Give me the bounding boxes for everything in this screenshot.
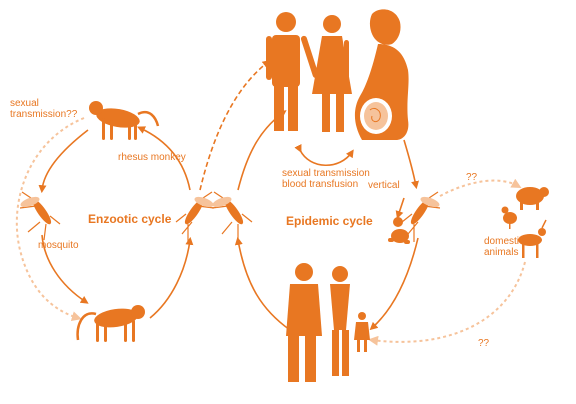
woman-icon: [330, 266, 350, 376]
sexual-transmission-loop: [15, 117, 85, 322]
epidemic-cycle-title: Epidemic cycle: [286, 214, 373, 228]
unknown-top-label: ??: [466, 172, 478, 183]
human-transmission-loop: [294, 143, 354, 166]
arrow-monkey-to-mosquito: [38, 129, 89, 194]
mosquito-icon: [19, 191, 61, 241]
monkey-icon: [76, 305, 145, 342]
mosquito-label: mosquito: [38, 240, 79, 251]
enzootic-cycle-title: Enzootic cycle: [88, 212, 172, 226]
sexual-transmission-label: sexual transmission??: [10, 98, 78, 120]
dashed-arrow-to-epidemic: [199, 60, 271, 191]
arrow-monkey-to-right-mosquito: [149, 236, 194, 319]
domestic-animals-label: domestic animals: [484, 236, 525, 258]
arrow-right-mosquito-to-monkey: [137, 126, 191, 191]
mosquito-icon: [211, 191, 253, 242]
baby-icon: [388, 217, 410, 244]
rhesus-monkey-label: rhesus monkey: [118, 152, 186, 163]
arrow-right-mosquito-to-girl: [369, 237, 419, 331]
woman-icon: [312, 15, 352, 132]
monkey-icon: [89, 101, 160, 140]
goat-icon: [518, 219, 547, 258]
arrow-to-baby: [395, 197, 405, 220]
mosquito-icon: [401, 191, 441, 242]
pregnant-woman-icon: [354, 9, 409, 140]
girl-icon: [354, 312, 370, 352]
arrow-mosquito-to-monkey: [41, 234, 89, 304]
unknown-bottom-label: ??: [478, 338, 490, 349]
enzootic-cycle-arrows: [38, 126, 194, 319]
human-transmission-label: sexual transmission blood transfusion: [282, 168, 370, 190]
chicken-icon: [501, 206, 517, 229]
man-icon: [266, 12, 319, 131]
man-icon: [286, 263, 322, 382]
arrow-pregnant-to-vertical: [403, 139, 419, 190]
vertical-label: vertical: [368, 180, 400, 191]
arrow-humans-to-mosquito: [234, 236, 291, 331]
pig-icon: [516, 187, 549, 210]
domestic-animal-arrows: [368, 178, 526, 346]
mosquito-icon: [175, 191, 215, 242]
